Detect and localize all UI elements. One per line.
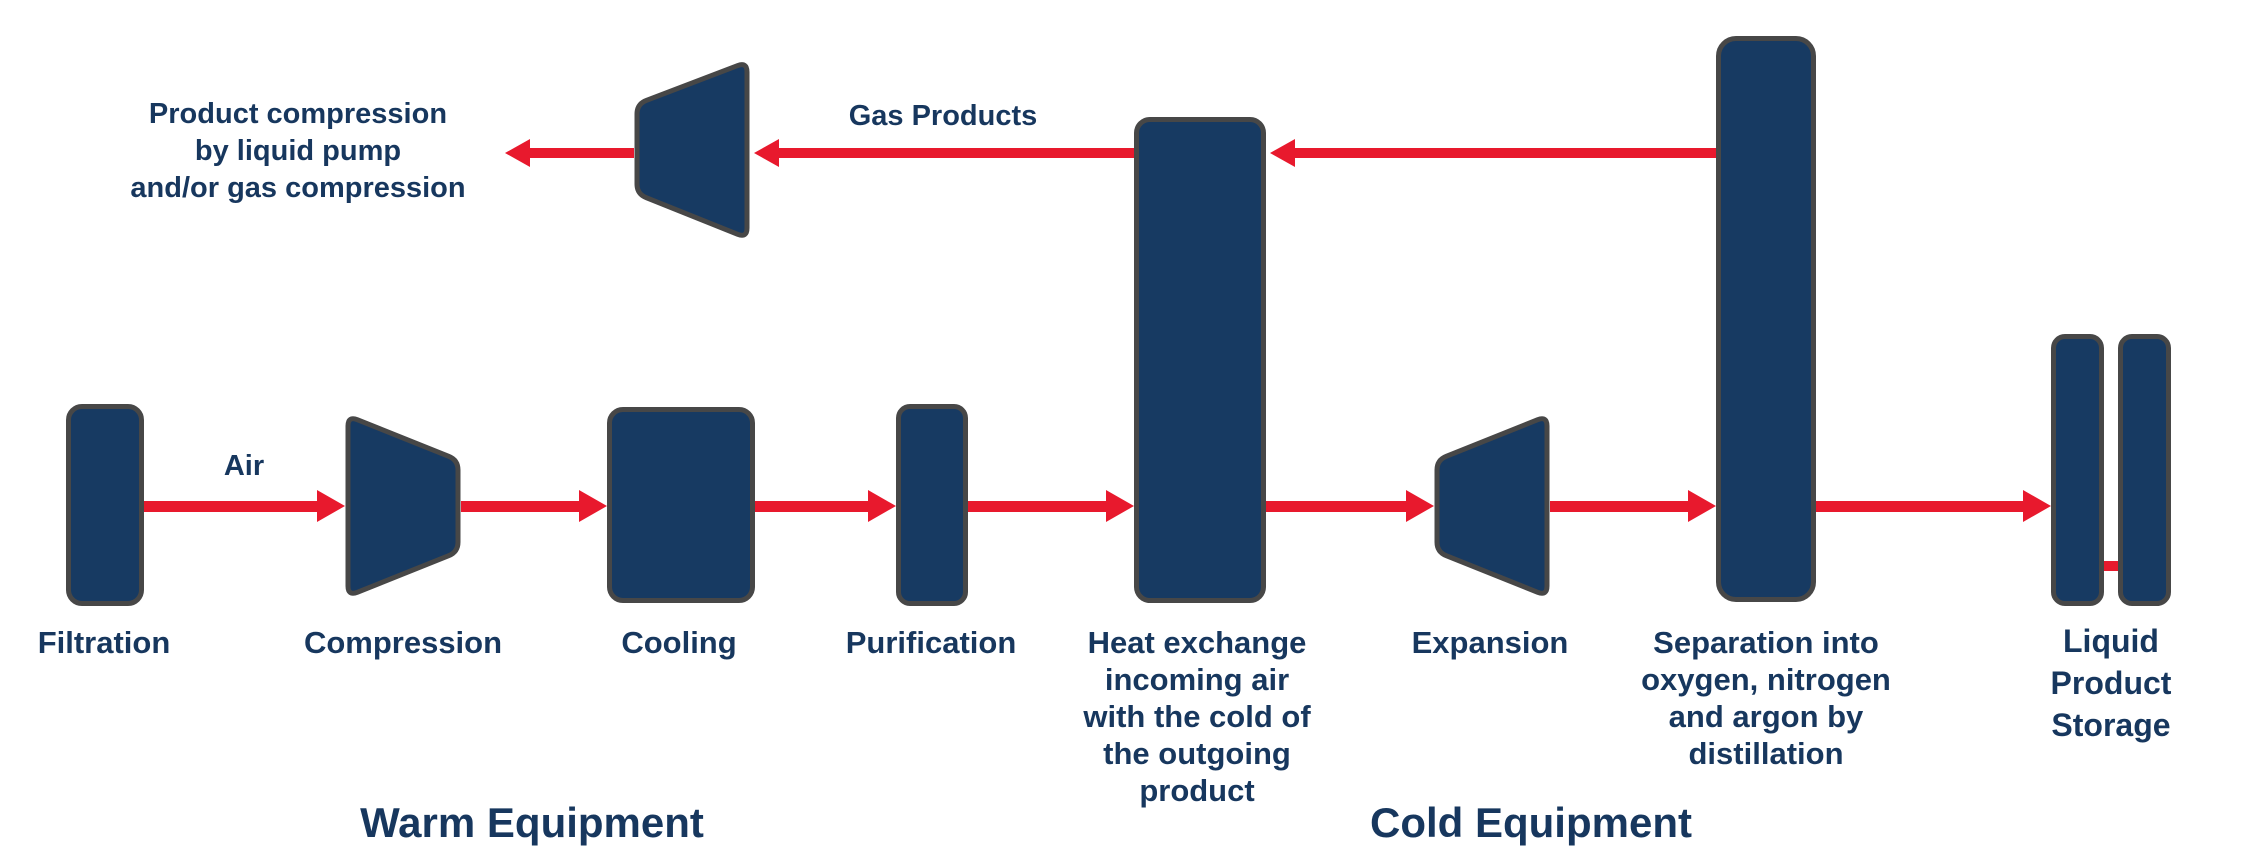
expansion-label: Expansion: [1411, 625, 1569, 660]
storage-connector-pipe: [2098, 561, 2124, 571]
section-title-cold-equipment: Cold Equipment: [1370, 799, 1692, 846]
expansion-trapezoid: [1434, 416, 1550, 596]
product-compression-label: Product compression by liquid pump and/o…: [130, 98, 466, 204]
cooling-label: Cooling: [621, 625, 737, 660]
filtration-vessel: [66, 404, 144, 606]
heat-exchanger: [1134, 117, 1266, 603]
liquid-product-storage-label: Liquid Product Storage: [2050, 623, 2172, 743]
air-flow-label: Air: [223, 450, 265, 482]
compression-trapezoid: [345, 416, 461, 596]
storage-vessel-right: [2118, 334, 2171, 606]
purification-vessel: [896, 404, 968, 606]
cooling-unit: [607, 407, 755, 603]
filtration-label: Filtration: [37, 625, 171, 660]
gas-products-label: Gas Products: [848, 100, 1038, 132]
section-title-warm-equipment: Warm Equipment: [360, 799, 704, 846]
purification-label: Purification: [845, 625, 1017, 660]
distillation-column: [1716, 36, 1816, 602]
product-compressor-trapezoid: [634, 62, 750, 238]
storage-vessel-left: [2051, 334, 2104, 606]
compression-label: Compression: [303, 625, 503, 660]
separation-label: Separation into oxygen, nitrogen and arg…: [1641, 625, 1891, 771]
heat-exchange-label: Heat exchange incoming air with the cold…: [1083, 625, 1311, 808]
